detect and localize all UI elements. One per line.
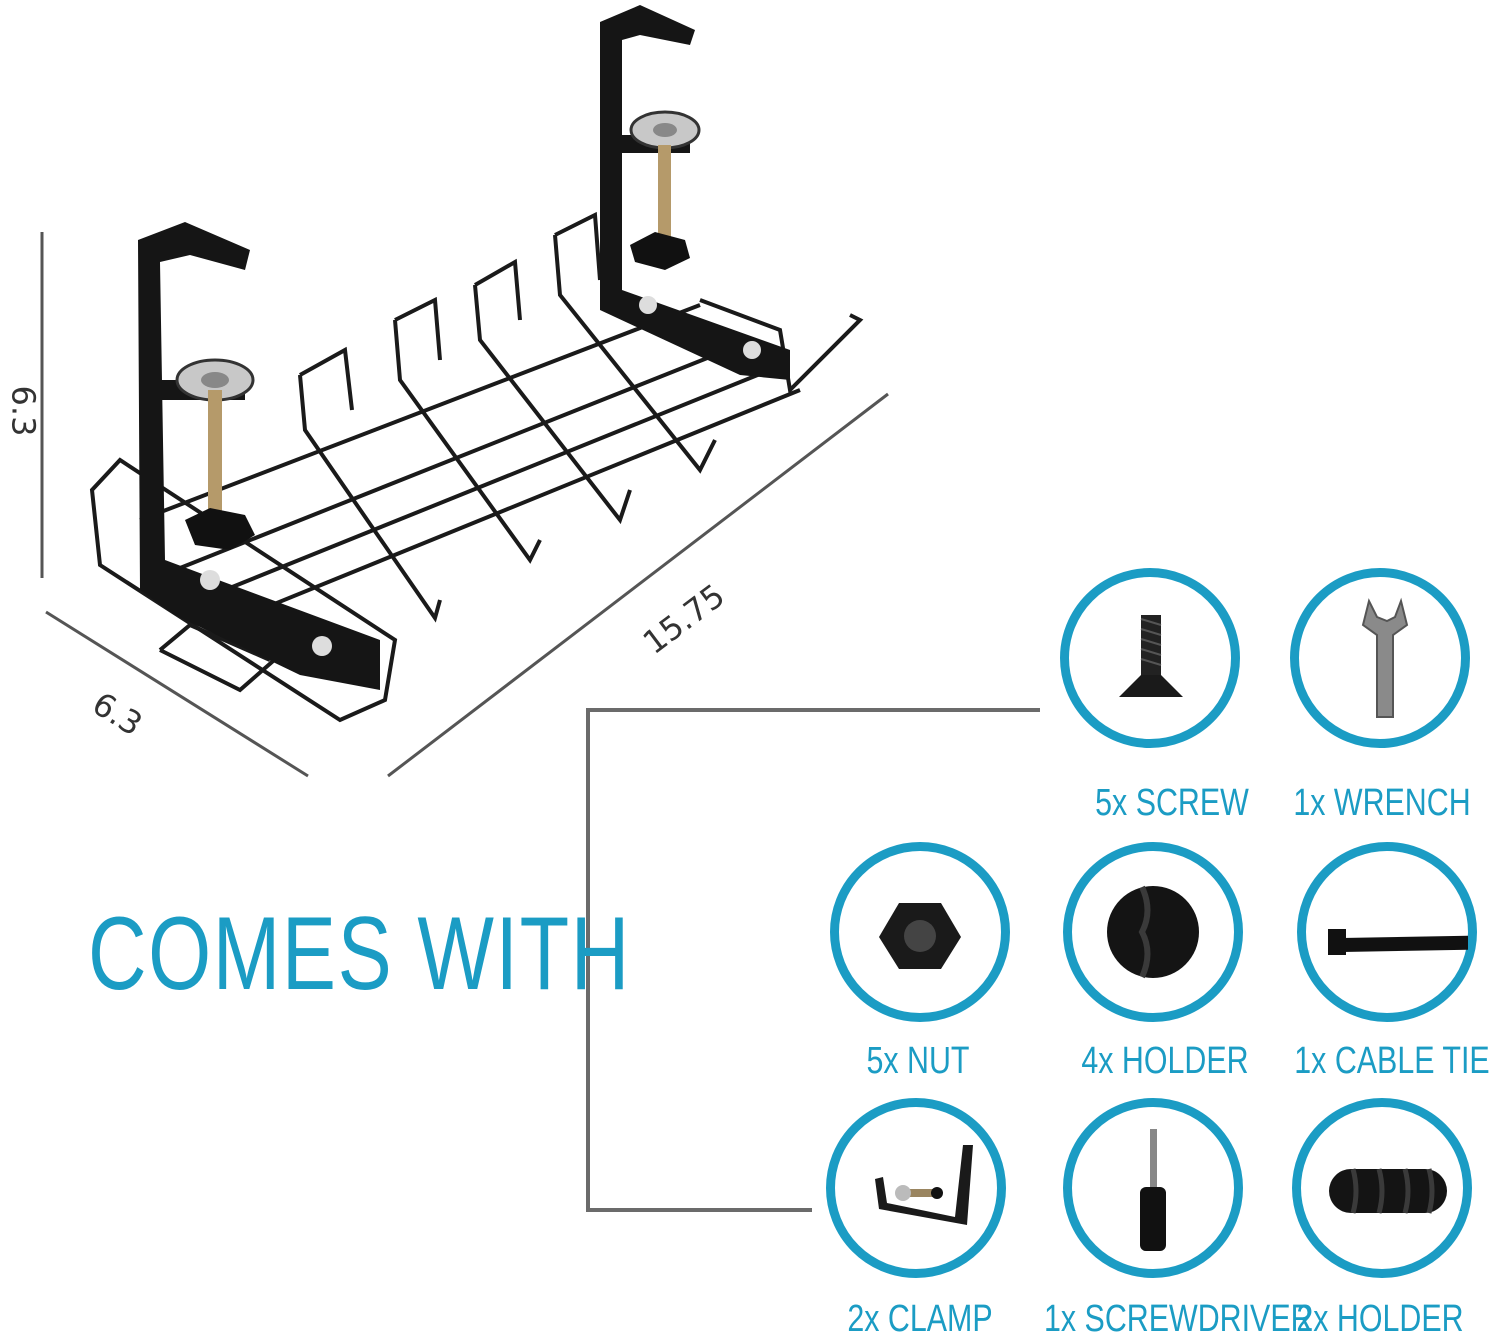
clamp-item-circle — [826, 1098, 1006, 1278]
round-holder-icon — [1107, 885, 1199, 979]
wire-basket — [89, 211, 864, 723]
wrench-item-label: 1x WRENCH — [1293, 782, 1471, 824]
cable-tie-item-circle — [1297, 842, 1478, 1022]
left-clamp — [138, 222, 380, 690]
screwdriver-item-circle — [1063, 1098, 1243, 1278]
clamp-item-label: 2x CLAMP — [847, 1298, 993, 1340]
screw-icon — [1119, 615, 1183, 697]
cable-tie-icon — [1328, 929, 1478, 955]
wrench-item-circle — [1290, 568, 1470, 748]
nut-item-circle — [830, 842, 1010, 1022]
screw-item-label: 5x SCREW — [1095, 782, 1249, 824]
depth-dimension-line — [45, 610, 309, 778]
cable-holder-icon — [1329, 1168, 1447, 1214]
bracket-connector-line — [586, 708, 1040, 1212]
wrench-icon — [1361, 597, 1409, 718]
right-clamp — [600, 5, 790, 380]
screw-item-circle — [1060, 568, 1240, 748]
cable-holder-item-circle — [1292, 1098, 1472, 1278]
screwdriver-icon — [1140, 1129, 1166, 1251]
height-dimension-label: 6.3 — [4, 385, 43, 437]
cable-holder-item-label: 2x HOLDER — [1296, 1298, 1464, 1340]
round-holder-item-circle — [1063, 842, 1243, 1022]
screwdriver-item-label: 1x SCREWDRIVER — [1044, 1298, 1313, 1340]
cable-tie-item-label: 1x CABLE TIE — [1294, 1040, 1490, 1082]
nut-item-label: 5x NUT — [866, 1040, 970, 1082]
clamp-icon — [875, 1145, 973, 1225]
nut-icon — [879, 903, 961, 969]
round-holder-item-label: 4x HOLDER — [1081, 1040, 1249, 1082]
length-dimension-line — [387, 392, 889, 778]
comes-with-heading: COMES WITH — [88, 896, 631, 1012]
